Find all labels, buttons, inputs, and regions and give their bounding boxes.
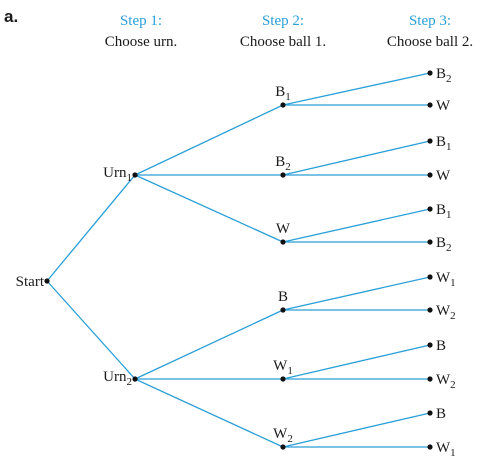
edge-level2-to-level3-3 xyxy=(282,140,431,176)
edge-level2-to-level3-11 xyxy=(282,412,431,448)
ball2-label-6-text: B xyxy=(436,235,446,251)
edge-start-to-urn-2 xyxy=(46,280,136,380)
ball2-node-dot-4 xyxy=(427,172,433,178)
ball1-label-3-text: W xyxy=(276,221,291,237)
edge-level1-to-level2-1 xyxy=(134,104,284,176)
ball2-label-5-text: B xyxy=(436,202,446,218)
ball1-label-2-text: B xyxy=(275,154,285,170)
ball2-label-10: W2 xyxy=(436,372,456,391)
ball2-node-dot-2 xyxy=(427,102,433,108)
ball2-label-9: B xyxy=(436,338,446,354)
edge-level1-to-level2-3 xyxy=(134,174,284,243)
edge-level2-to-level3-7 xyxy=(282,276,431,311)
ball1-node-dot-5 xyxy=(280,376,286,382)
ball2-node-dot-6 xyxy=(427,239,433,245)
ball1-node-dot-2 xyxy=(280,172,286,178)
ball1-node-dot-4 xyxy=(280,307,286,313)
ball1-label-6: W2 xyxy=(273,426,293,445)
ball1-label-5-subscript: 1 xyxy=(287,365,293,377)
start-node-dot xyxy=(44,278,50,284)
edge-level1-to-level2-4 xyxy=(134,309,284,380)
edge-level2-to-level3-5 xyxy=(282,208,431,243)
ball2-label-1: B2 xyxy=(436,66,452,85)
ball2-label-10-subscript: 2 xyxy=(450,379,456,391)
ball2-label-12-subscript: 1 xyxy=(450,447,456,459)
ball2-node-dot-7 xyxy=(427,274,433,280)
ball2-node-dot-11 xyxy=(427,410,433,416)
ball2-node-dot-8 xyxy=(427,307,433,313)
urn-label-1: Urn1 xyxy=(103,165,132,184)
ball1-label-5: W1 xyxy=(273,358,293,377)
ball2-node-dot-3 xyxy=(427,138,433,144)
ball2-node-dot-9 xyxy=(427,342,433,348)
ball2-label-9-text: B xyxy=(436,338,446,354)
ball2-label-7-subscript: 1 xyxy=(450,277,456,289)
urn-label-2-text: Urn xyxy=(103,369,127,385)
ball2-label-10-text: W xyxy=(436,372,451,388)
urn-label-2-subscript: 2 xyxy=(127,376,133,388)
ball2-label-5: B1 xyxy=(436,202,452,221)
ball2-node-dot-5 xyxy=(427,206,433,212)
ball2-node-dot-1 xyxy=(427,70,433,76)
edge-level2-to-level3-1 xyxy=(282,72,431,106)
urn-label-2: Urn2 xyxy=(103,369,132,388)
urn-node-dot-2 xyxy=(132,376,138,382)
ball2-label-7-text: W xyxy=(436,270,451,286)
ball2-label-1-text: B xyxy=(436,66,446,82)
ball2-label-2-text: W xyxy=(436,98,451,114)
ball1-label-1-subscript: 1 xyxy=(285,91,291,103)
step-1-desc: Choose urn. xyxy=(105,34,178,50)
start-label: Start xyxy=(16,274,45,290)
edge-level2-to-level3-9 xyxy=(282,344,431,380)
ball2-label-1-subscript: 2 xyxy=(446,73,452,85)
ball1-node-dot-6 xyxy=(280,444,286,450)
ball2-label-5-subscript: 1 xyxy=(446,209,452,221)
ball1-node-dot-1 xyxy=(280,102,286,108)
step-3-title: Step 3: xyxy=(409,13,451,29)
ball1-label-6-subscript: 2 xyxy=(287,433,293,445)
ball2-label-12-text: W xyxy=(436,440,451,456)
ball2-label-8: W2 xyxy=(436,303,456,322)
ball2-label-4-text: W xyxy=(436,168,451,184)
part-label: a. xyxy=(4,7,18,26)
step-1-title: Step 1: xyxy=(120,13,162,29)
ball2-label-11-text: B xyxy=(436,406,446,422)
ball2-label-8-text: W xyxy=(436,303,451,319)
step-3-desc: Choose ball 2. xyxy=(387,34,473,50)
ball2-label-3-subscript: 1 xyxy=(446,141,452,153)
tree-nodes: StartUrn1Urn2B1B2WBW1W2B2WB1WB1B2W1W2BW2… xyxy=(16,66,456,459)
ball2-label-12: W1 xyxy=(436,440,456,459)
ball2-label-3-text: B xyxy=(436,134,446,150)
ball2-label-2: W xyxy=(436,98,451,114)
edge-level1-to-level2-6 xyxy=(134,378,284,448)
urn-label-1-subscript: 1 xyxy=(127,172,133,184)
ball2-label-11: B xyxy=(436,406,446,422)
ball1-label-3: W xyxy=(276,221,291,237)
ball2-label-6-subscript: 2 xyxy=(446,242,452,254)
ball1-label-2-subscript: 2 xyxy=(285,161,291,173)
ball1-label-2: B2 xyxy=(275,154,291,173)
tree-edges xyxy=(46,72,431,448)
ball1-label-5-text: W xyxy=(273,358,288,374)
ball2-label-6: B2 xyxy=(436,235,452,254)
edge-start-to-urn-1 xyxy=(46,174,136,282)
ball2-label-4: W xyxy=(436,168,451,184)
step-2-desc: Choose ball 1. xyxy=(240,34,326,50)
ball2-node-dot-12 xyxy=(427,444,433,450)
ball1-label-4: B xyxy=(278,289,288,305)
ball2-label-8-subscript: 2 xyxy=(450,310,456,322)
ball1-label-4-text: B xyxy=(278,289,288,305)
ball1-label-1: B1 xyxy=(275,84,291,103)
ball1-label-1-text: B xyxy=(275,84,285,100)
ball2-label-3: B1 xyxy=(436,134,452,153)
urn-label-1-text: Urn xyxy=(103,165,127,181)
ball2-label-7: W1 xyxy=(436,270,456,289)
ball1-label-6-text: W xyxy=(273,426,288,442)
ball1-node-dot-3 xyxy=(280,239,286,245)
step-2-title: Step 2: xyxy=(262,13,304,29)
start-label-text: Start xyxy=(16,274,45,290)
ball2-node-dot-10 xyxy=(427,376,433,382)
urn-node-dot-1 xyxy=(132,172,138,178)
